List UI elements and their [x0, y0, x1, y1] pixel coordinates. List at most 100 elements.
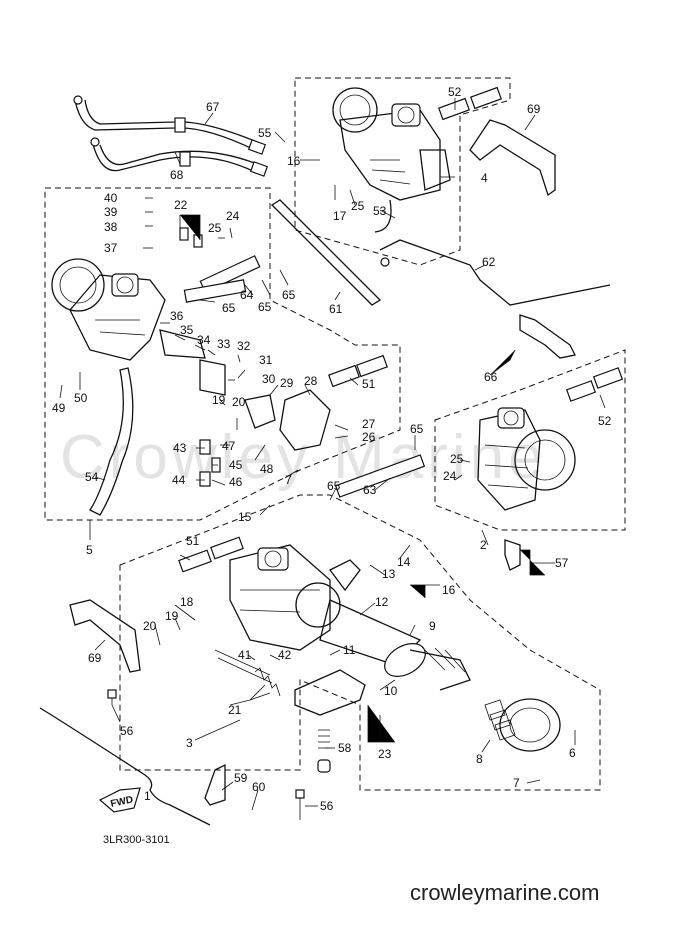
- callout-38: 38: [104, 220, 118, 234]
- callout-26: 26: [362, 430, 376, 444]
- callout-40: 40: [104, 191, 118, 205]
- callout-3: 3: [186, 736, 193, 750]
- callout-32: 32: [237, 339, 251, 353]
- callout-13: 13: [382, 567, 396, 581]
- hose-51-bottom: [178, 536, 244, 573]
- callout-64: 64: [240, 288, 254, 302]
- hose-63: [334, 454, 426, 498]
- group-5-boundary: [44, 187, 401, 521]
- callout-18: 18: [180, 595, 194, 609]
- callout-24-left: 24: [226, 209, 240, 223]
- callout-6: 6: [569, 746, 576, 760]
- footer-site: crowleymarine.com: [410, 880, 600, 905]
- callout-67: 67: [206, 100, 220, 114]
- callout-51-top: 51: [362, 377, 376, 391]
- callout-51-bottom: 51: [186, 534, 200, 548]
- link-rod-61: [270, 199, 382, 306]
- callout-12: 12: [375, 595, 389, 609]
- callout-19-bottom: 19: [165, 609, 179, 623]
- callout-61: 61: [329, 302, 343, 316]
- callout-62: 62: [482, 255, 496, 269]
- callout-58: 58: [338, 741, 352, 755]
- callout-22: 22: [174, 198, 188, 212]
- callout-57: 57: [555, 556, 569, 570]
- callout-44: 44: [172, 473, 186, 487]
- callout-55: 55: [258, 126, 272, 140]
- bracket-69-bottom: [69, 599, 141, 673]
- callout-56-bottom: 56: [320, 799, 334, 813]
- carburetor-4: [332, 87, 451, 233]
- callout-53: 53: [373, 204, 387, 218]
- throttle-valve-9-10: [319, 599, 471, 691]
- callout-37: 37: [104, 241, 118, 255]
- callout-29: 29: [280, 376, 294, 390]
- fwd-bracket-line: [39, 707, 211, 826]
- carburetor-5: [51, 258, 226, 396]
- callout-15: 15: [238, 510, 252, 524]
- callout-9: 9: [429, 619, 436, 633]
- leader-lines: [59, 98, 606, 811]
- callout-24-right: 24: [443, 469, 457, 483]
- callout-39: 39: [104, 205, 118, 219]
- callout-50: 50: [74, 391, 88, 405]
- callout-65-b: 65: [222, 301, 236, 315]
- fwd-label: FWD: [110, 794, 135, 809]
- callout-65-c: 65: [258, 300, 272, 314]
- callout-20-left: 20: [232, 395, 246, 409]
- callout-36: 36: [170, 309, 184, 323]
- group-1-boundary: [119, 494, 601, 791]
- hose-52-right: [565, 367, 624, 402]
- callout-14: 14: [397, 555, 411, 569]
- callout-49: 49: [52, 401, 66, 415]
- callout-25-left: 25: [208, 221, 222, 235]
- callout-46: 46: [229, 475, 243, 489]
- spring-58: [317, 729, 331, 773]
- callout-labels: 67 68 55 52 69 4 16 17 25 53 40 39 38 37…: [52, 85, 612, 813]
- callout-25-top: 25: [351, 199, 365, 213]
- callout-19-left: 19: [212, 393, 226, 407]
- callout-52-right: 52: [598, 414, 612, 428]
- callout-11: 11: [343, 643, 356, 657]
- callout-2: 2: [480, 538, 487, 552]
- callout-27: 27: [362, 417, 376, 431]
- fuel-hose-assembly: [73, 95, 269, 177]
- spring-and-cover-8: [484, 698, 561, 752]
- callout-63: 63: [363, 483, 377, 497]
- spring-21: [214, 649, 281, 697]
- diaphragm-28-29: [244, 389, 331, 451]
- callout-5: 5: [86, 543, 93, 557]
- callout-21: 21: [228, 703, 242, 717]
- callout-42: 42: [278, 648, 292, 662]
- callout-23: 23: [378, 747, 392, 761]
- callout-66: 66: [484, 370, 498, 384]
- callout-34: 34: [197, 333, 211, 347]
- lever-57: [504, 539, 521, 571]
- screws-56-bottom: [107, 689, 305, 820]
- callout-52-top: 52: [448, 85, 462, 99]
- callout-28: 28: [304, 374, 318, 388]
- callout-8: 8: [476, 752, 483, 766]
- drain-hose-54: [89, 367, 134, 516]
- callout-30: 30: [262, 372, 276, 386]
- callout-59: 59: [234, 771, 248, 785]
- callout-47: 47: [222, 439, 236, 453]
- throttle-link-62: [379, 239, 611, 359]
- callout-20-bottom: 20: [143, 619, 157, 633]
- callout-43: 43: [173, 441, 187, 455]
- callout-48: 48: [260, 462, 274, 476]
- drawing-code: 3LR300-3101: [103, 834, 170, 846]
- callout-25-right: 25: [450, 452, 464, 466]
- callout-45: 45: [229, 458, 243, 472]
- bracket-69-top: [469, 119, 556, 197]
- callout-35: 35: [180, 323, 194, 337]
- callout-31: 31: [259, 353, 273, 367]
- watermark: Crowley Marine: [60, 423, 547, 492]
- hose-64-65: [183, 255, 261, 303]
- callout-1: 1: [144, 789, 151, 803]
- callout-16-bottom: 16: [442, 583, 456, 597]
- lever-59: [204, 763, 226, 806]
- callout-33: 33: [217, 337, 231, 351]
- carburetor-2: [477, 407, 576, 511]
- callout-4: 4: [481, 171, 488, 185]
